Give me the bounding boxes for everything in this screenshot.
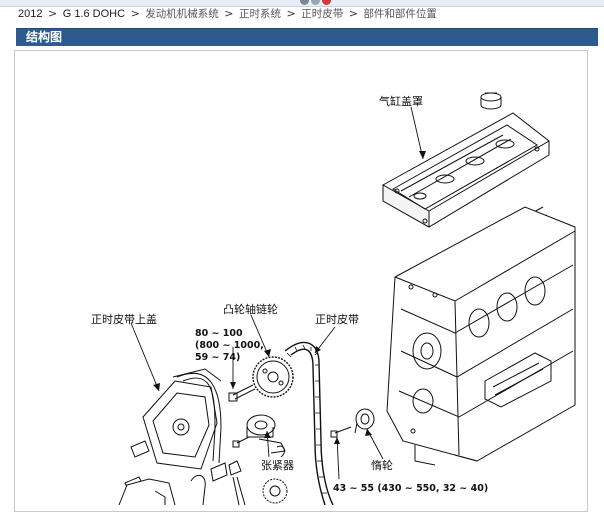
breadcrumb-separator: > xyxy=(224,7,234,20)
toolbar-icons xyxy=(300,0,331,5)
camshaft-sprocket xyxy=(252,356,294,398)
breadcrumb-engine-mechanical[interactable]: 发动机机械系统 xyxy=(145,8,219,20)
breadcrumb-components-location: 部件和部件位置 xyxy=(363,8,437,20)
breadcrumb-separator: > xyxy=(47,7,58,20)
leader-cylinder-head-cover xyxy=(410,106,424,160)
breadcrumb-separator: > xyxy=(130,7,140,20)
leader-upper-cover xyxy=(130,322,160,392)
breadcrumb: 2012 > G 1.6 DOHC > 发动机机械系统 > 正时系统 > 正时皮… xyxy=(18,6,437,22)
idler xyxy=(354,408,375,434)
lower-cover-parts xyxy=(118,440,246,505)
label-idler: 惰轮 xyxy=(371,458,393,472)
breadcrumb-year[interactable]: 2012 xyxy=(18,8,43,20)
diagram-frame: 气缸盖罩 正时皮带上盖 凸轮轴链轮 正时皮带 张紧器 惰轮 80 ~ 100 (… xyxy=(14,50,588,512)
idler-bolt xyxy=(330,426,352,438)
toolbar-icon-1[interactable] xyxy=(300,0,309,5)
breadcrumb-separator: > xyxy=(286,7,296,20)
exploded-diagram: 气缸盖罩 正时皮带上盖 凸轮轴链轮 正时皮带 张紧器 惰轮 80 ~ 100 (… xyxy=(91,92,576,505)
camshaft-torque-line-2: (800 ~ 1000, xyxy=(195,340,264,351)
leader-arrowheads xyxy=(153,151,426,444)
camshaft-torque-line-3: 59 ~ 74) xyxy=(195,352,240,363)
toolbar-icon-2[interactable] xyxy=(311,0,320,5)
timing-belt-upper-cover xyxy=(142,368,222,470)
camshaft-bolt xyxy=(228,384,256,402)
tensioner-bolt xyxy=(232,436,285,458)
idler-torque-spec: 43 ~ 55 (430 ~ 550, 32 ~ 40) xyxy=(333,483,488,494)
breadcrumb-separator: > xyxy=(348,7,358,20)
leader-camshaft-sprocket xyxy=(250,314,270,358)
toolbar-icon-3[interactable] xyxy=(322,0,331,5)
label-timing-belt: 正时皮带 xyxy=(315,313,359,326)
crankshaft-sprocket xyxy=(262,478,288,504)
breadcrumb-timing-belt[interactable]: 正时皮带 xyxy=(301,8,344,20)
label-tensioner: 张紧器 xyxy=(261,459,294,472)
label-timing-belt-upper-cover: 正时皮带上盖 xyxy=(91,312,157,326)
oil-filler-cap xyxy=(480,92,502,110)
top-toolbar-strip xyxy=(0,0,604,7)
label-camshaft-sprocket: 凸轮轴链轮 xyxy=(223,302,278,316)
camshaft-torque-line-1: 80 ~ 100 xyxy=(195,328,243,339)
belt-cover-seal xyxy=(176,372,222,464)
cylinder-head-cover xyxy=(382,112,550,228)
label-cylinder-head-cover: 气缸盖罩 xyxy=(379,94,423,108)
tensioner xyxy=(246,414,286,454)
breadcrumb-model[interactable]: G 1.6 DOHC xyxy=(62,8,126,20)
section-title: 结构图 xyxy=(26,30,63,44)
breadcrumb-timing-system[interactable]: 正时系统 xyxy=(239,8,281,20)
timing-belt xyxy=(284,341,334,505)
engine-block xyxy=(386,206,576,466)
section-header: 结构图 xyxy=(16,28,598,46)
